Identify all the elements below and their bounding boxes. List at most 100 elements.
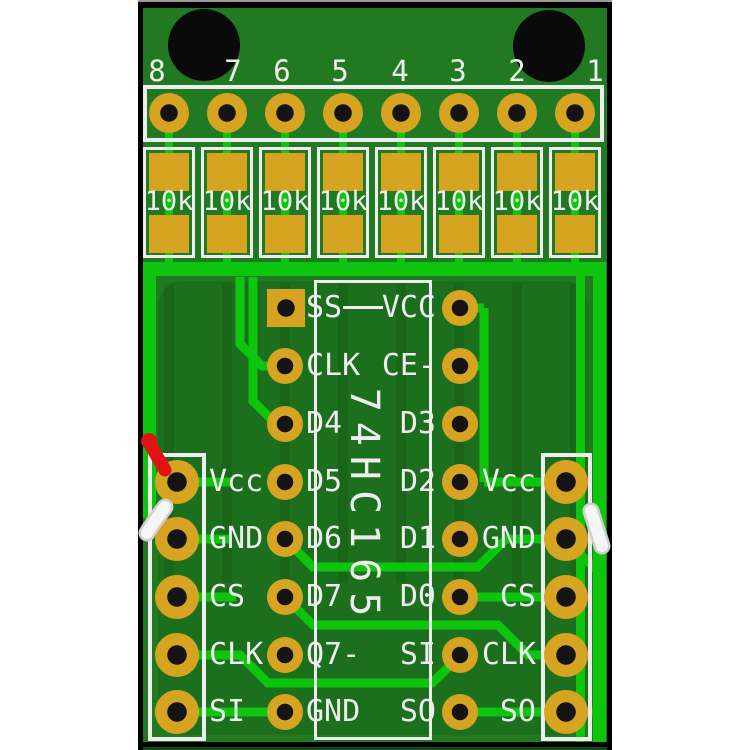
right-pad-so xyxy=(544,690,588,734)
resistor-4: 10k xyxy=(317,147,369,258)
resistor-pad xyxy=(265,153,305,191)
ic-pin-label-d5: D5 xyxy=(306,464,343,499)
left-pin-label-cs: CS xyxy=(209,579,246,614)
resistor-pad xyxy=(323,153,363,191)
top-pad-2 xyxy=(497,93,537,133)
left-pad-clk xyxy=(155,633,199,677)
ic-pad-ss xyxy=(267,289,305,327)
resistor-7: 10k xyxy=(491,147,543,258)
resistor-6: 10k xyxy=(433,147,485,258)
pin-number-1: 1 xyxy=(586,54,604,88)
ic-pad-si xyxy=(442,637,478,673)
resistor-pad xyxy=(207,215,247,253)
ic-pad-d6 xyxy=(267,521,303,557)
ic-pad-d7 xyxy=(267,579,303,615)
ic-pin-label-d3: D3 xyxy=(399,406,436,441)
resistor-pad xyxy=(381,153,421,191)
left-pad-si xyxy=(155,690,199,734)
right-pin-label-clk: CLK xyxy=(481,637,536,672)
resistor-pad xyxy=(323,215,363,253)
top-pad-7 xyxy=(207,93,247,133)
resistor-3: 10k xyxy=(259,147,311,258)
resistor-pad xyxy=(439,215,479,253)
resistor-pad xyxy=(149,215,189,253)
annotation-white-mark-right xyxy=(585,505,608,552)
annotation-white-mark-left xyxy=(141,501,171,539)
resistor-8: 10k xyxy=(549,147,601,258)
top-header-outline xyxy=(143,85,604,142)
mounting-hole-right xyxy=(513,10,585,82)
resistor-2: 10k xyxy=(201,147,253,258)
ic-pad-d5 xyxy=(267,464,303,500)
left-connector-outline xyxy=(148,453,206,741)
resistor-label: 10k xyxy=(144,186,194,217)
pin-number-6: 6 xyxy=(273,54,291,88)
right-pad-cs xyxy=(544,575,588,619)
right-pad-gnd xyxy=(544,517,588,561)
ic-pin1-notch xyxy=(343,306,383,309)
ic-pin-label-d7: D7 xyxy=(306,579,343,614)
ic-pad-ce xyxy=(442,348,478,384)
top-pad-1 xyxy=(555,93,595,133)
left-pad-cs xyxy=(155,575,199,619)
resistor-label: 10k xyxy=(550,186,600,217)
ic-pad-d0 xyxy=(442,579,478,615)
top-pad-8 xyxy=(149,93,189,133)
resistor-pad xyxy=(207,153,247,191)
right-pin-label-gnd: GND xyxy=(481,521,536,556)
ic-pin-label-d2: D2 xyxy=(399,464,436,499)
resistor-pad xyxy=(497,153,537,191)
pin-number-7: 7 xyxy=(224,54,242,88)
right-pad-vcc xyxy=(544,460,588,504)
resistor-label: 10k xyxy=(492,186,542,217)
left-pin-label-si: SI xyxy=(209,694,246,729)
resistor-pad xyxy=(381,215,421,253)
resistor-pad xyxy=(149,153,189,191)
pin-number-8: 8 xyxy=(148,54,166,88)
ic-pad-clk xyxy=(267,348,303,384)
resistor-label: 10k xyxy=(434,186,484,217)
left-pin-label-gnd: GND xyxy=(209,521,264,556)
ic-pin-label-gnd: GND xyxy=(306,694,361,729)
top-pad-5 xyxy=(323,93,363,133)
resistor-pad xyxy=(265,215,305,253)
ic-pad-q7 xyxy=(267,637,303,673)
right-pin-label-vcc: Vcc xyxy=(481,464,536,499)
resistor-label: 10k xyxy=(318,186,368,217)
ic-pad-gnd xyxy=(267,694,303,730)
ic-pin-label-d4: D4 xyxy=(306,406,343,441)
top-pad-6 xyxy=(265,93,305,133)
right-connector-outline xyxy=(541,453,592,741)
ic-pin-label-d6: D6 xyxy=(306,521,343,556)
ic-pad-so xyxy=(442,694,478,730)
pin-number-2: 2 xyxy=(508,54,526,88)
left-pin-label-vcc: Vcc xyxy=(209,464,264,499)
mounting-hole-left xyxy=(168,9,240,81)
left-pin-label-clk: CLK xyxy=(209,637,264,672)
resistor-pad xyxy=(555,153,595,191)
ic-outline xyxy=(314,280,432,740)
resistor-pad xyxy=(439,153,479,191)
ic-pad-d3 xyxy=(442,406,478,442)
ic-pin-label-vcc: VCC xyxy=(381,290,436,325)
ic-pin-label-si: SI xyxy=(399,637,436,672)
resistor-5: 10k xyxy=(375,147,427,258)
board-bottom-side xyxy=(143,747,607,750)
ic-pad-d4 xyxy=(267,406,303,442)
board-top-edge-highlight xyxy=(138,0,612,2)
resistor-label: 10k xyxy=(202,186,252,217)
resistor-pad xyxy=(497,215,537,253)
resistor-1: 10k xyxy=(143,147,195,258)
ic-pad-d2 xyxy=(442,464,478,500)
ic-pin-label-d0: D0 xyxy=(399,579,436,614)
ic-pad-d1 xyxy=(442,521,478,557)
annotation-red-arrow xyxy=(141,434,172,477)
ic-pin-label-ce: CE- xyxy=(381,348,436,383)
pin-number-3: 3 xyxy=(449,54,467,88)
ic-pad-vcc xyxy=(442,290,478,326)
right-pin-label-cs: CS xyxy=(499,579,536,614)
right-pad-clk xyxy=(544,633,588,677)
ic-pin-label-so: SO xyxy=(399,694,436,729)
